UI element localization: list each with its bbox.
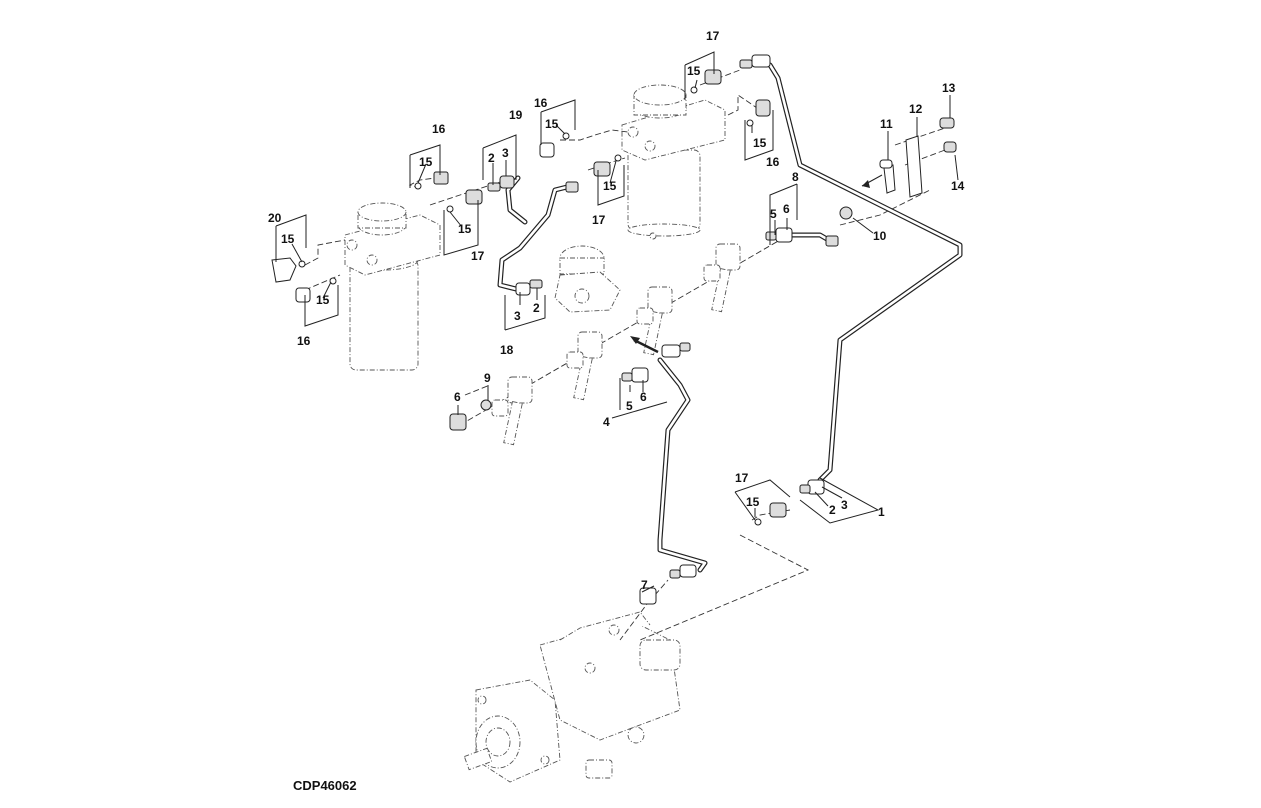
- fuel-line-1: [767, 62, 963, 483]
- callout-16: 16: [766, 155, 780, 169]
- callout-6: 6: [640, 390, 647, 404]
- figure-id: CDP46062: [293, 778, 357, 793]
- callout-5: 5: [770, 207, 777, 221]
- callout-3: 3: [841, 498, 848, 512]
- leader-lines: [275, 51, 959, 593]
- callout-12: 12: [909, 102, 923, 116]
- injectors: [459, 239, 781, 446]
- callout-16: 16: [297, 334, 311, 348]
- callout-15: 15: [603, 179, 617, 193]
- center-fuel-filter: [621, 84, 726, 240]
- callout-2: 2: [829, 503, 836, 517]
- callout-18: 18: [500, 343, 514, 357]
- callout-16: 16: [432, 122, 446, 136]
- callout-labels: 20 15 15 16 16 15 15 17 19 2 3 16 15 15 …: [268, 29, 965, 592]
- callout-15: 15: [545, 117, 559, 131]
- callout-10: 10: [873, 229, 887, 243]
- callout-15: 15: [753, 136, 767, 150]
- transfer-pump: [554, 245, 621, 313]
- callout-11: 11: [880, 117, 893, 131]
- callout-3: 3: [514, 309, 521, 323]
- callout-17: 17: [735, 471, 749, 485]
- callout-15: 15: [746, 495, 760, 509]
- callout-15: 15: [316, 293, 330, 307]
- callout-5: 5: [626, 399, 633, 413]
- callout-6: 6: [454, 390, 461, 404]
- callout-6: 6: [783, 202, 790, 216]
- injection-pump: [463, 611, 681, 783]
- callout-8: 8: [792, 170, 799, 184]
- callout-19: 19: [509, 108, 523, 122]
- callout-17: 17: [471, 249, 485, 263]
- callout-16: 16: [534, 96, 548, 110]
- callout-2: 2: [533, 301, 540, 315]
- callout-9: 9: [484, 371, 491, 385]
- fittings: [271, 54, 957, 605]
- callout-20: 20: [268, 211, 282, 225]
- callout-1: 1: [878, 505, 885, 519]
- fuel-line-18: [497, 182, 578, 293]
- callout-4: 4: [603, 415, 610, 429]
- callout-14: 14: [951, 179, 965, 193]
- callout-15: 15: [419, 155, 433, 169]
- callout-17: 17: [706, 29, 720, 43]
- fuel-line-4: [657, 357, 708, 573]
- callout-17: 17: [592, 213, 606, 227]
- callout-15: 15: [687, 64, 701, 78]
- callout-3: 3: [502, 146, 509, 160]
- callout-15: 15: [458, 222, 472, 236]
- left-fuel-filter: [344, 202, 441, 371]
- callout-13: 13: [942, 81, 956, 95]
- callout-15: 15: [281, 232, 295, 246]
- callout-2: 2: [488, 151, 495, 165]
- callout-7: 7: [641, 578, 648, 592]
